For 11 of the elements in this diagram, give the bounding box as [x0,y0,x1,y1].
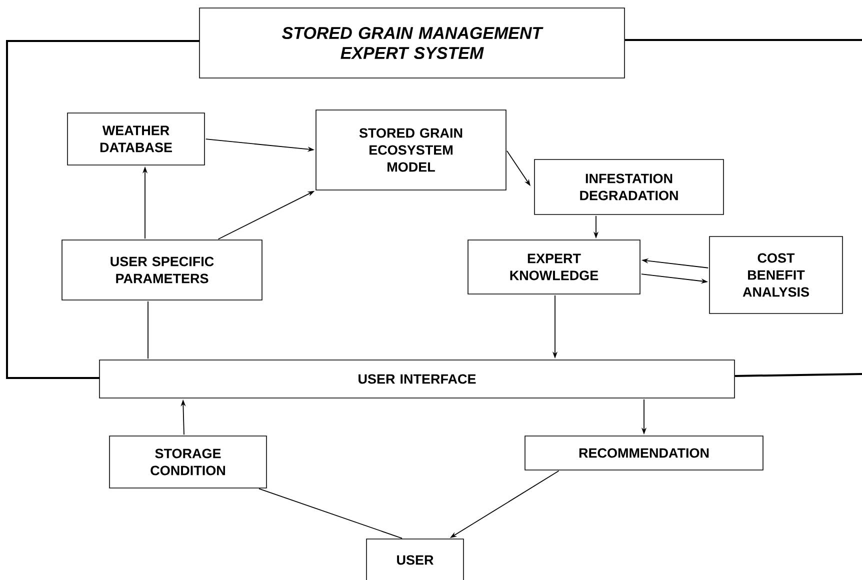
interface-bar: USER INTERFACE [99,360,735,398]
title-box: STORED GRAIN MANAGEMENT EXPERT SYSTEM [199,8,625,78]
process-box: EXPERT KNOWLEDGE [468,240,640,294]
user-box: USER [366,538,464,580]
process-box: RECOMMENDATION [524,436,764,470]
database-box: WEATHER DATABASE [67,112,205,166]
process-box: STORAGE CONDITION [109,436,267,488]
model-box: STORED GRAIN ECOSYSTEM MODEL [316,110,506,190]
process-box: USER SPECIFIC PARAMETERS [62,240,262,300]
process-box: INFESTATION DEGRADATION [534,159,724,215]
process-box: COST BENEFIT ANALYSIS [709,236,843,314]
